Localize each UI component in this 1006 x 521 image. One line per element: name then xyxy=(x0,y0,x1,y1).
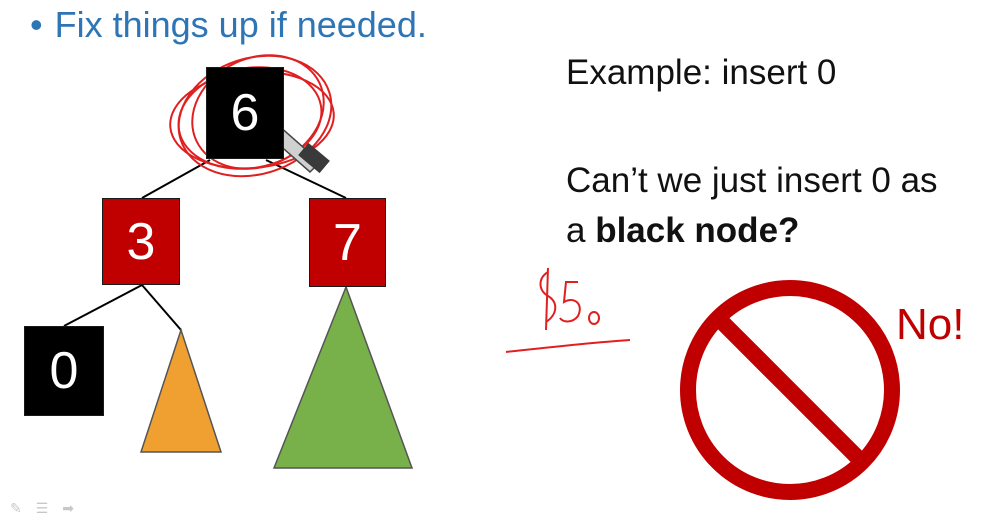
question-prefix: a xyxy=(566,211,596,250)
next-slide-icon[interactable]: ➡ xyxy=(62,500,75,516)
prohibition-sign-icon xyxy=(680,280,900,500)
handwritten-note xyxy=(505,267,631,353)
tree-node-7: 7 xyxy=(309,198,386,287)
edge-6-7 xyxy=(265,159,347,199)
bullet-text: Fix things up if needed. xyxy=(54,4,427,45)
tree-node-6: 6 xyxy=(206,67,284,159)
answer-label: No! xyxy=(896,300,965,349)
tree-node-3: 3 xyxy=(102,198,180,285)
pen-icon[interactable]: ✎ xyxy=(10,500,22,516)
small-subtree-triangle xyxy=(139,327,223,453)
slideshow-toolbar: ✎ ☰ ➡ xyxy=(10,500,74,517)
bullet-point: • Fix things up if needed. xyxy=(30,4,427,46)
large-subtree-triangle xyxy=(272,284,414,469)
bullet-marker: • xyxy=(30,4,43,45)
menu-icon[interactable]: ☰ xyxy=(35,500,49,516)
question-line-2: a black node? xyxy=(566,210,799,252)
edge-3-0 xyxy=(63,284,143,327)
example-title: Example: insert 0 xyxy=(566,53,837,92)
edge-3-subtree xyxy=(141,284,182,331)
question-line-1: Can’t we just insert 0 as xyxy=(566,161,938,200)
edge-6-3 xyxy=(141,159,211,199)
question-bold: black node? xyxy=(595,211,800,250)
tree-node-0: 0 xyxy=(24,326,104,416)
